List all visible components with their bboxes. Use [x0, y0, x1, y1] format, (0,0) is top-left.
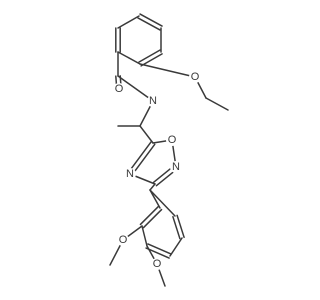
atom-oxadiazole-n2: N: [170, 161, 182, 173]
single-bond-line: [117, 15, 140, 29]
double-bond-line: [127, 140, 152, 174]
double-bond-line: [140, 53, 163, 67]
double-bond-line: [137, 17, 161, 31]
atom-label-o: O: [168, 134, 177, 146]
single-bond-line: [149, 189, 176, 217]
single-bond-line: [169, 237, 183, 257]
atom-oxadiazole-n4: N: [124, 168, 136, 180]
double-bond-line: [138, 49, 161, 63]
single-bond-line: [149, 189, 161, 209]
atom-label-layer: O N O O N N O O: [113, 71, 201, 270]
single-bond-line: [205, 97, 229, 111]
bond-layer: [109, 13, 229, 287]
atom-label-n: N: [172, 161, 180, 173]
atom-methoxy-oxygen-left: O: [117, 234, 129, 246]
single-bond-line: [141, 225, 148, 247]
single-bond-line: [139, 125, 154, 144]
chemical-structure: O N O O N N O O: [109, 13, 229, 287]
atom-label-n: N: [149, 95, 157, 107]
single-bond-line: [117, 75, 154, 102]
double-bond-line: [176, 214, 185, 239]
double-bond-line: [139, 205, 160, 226]
single-bond-line: [149, 183, 156, 191]
double-bond-line: [131, 143, 156, 177]
atom-label-o: O: [153, 258, 162, 270]
atom-label-n: N: [126, 168, 134, 180]
double-bond-line: [147, 243, 172, 255]
atom-amide-oxygen: O: [113, 83, 125, 95]
atom-label-o: O: [115, 83, 124, 95]
atom-ether-oxygen: O: [189, 71, 201, 83]
double-bond-line: [145, 247, 170, 259]
single-bond-line: [117, 51, 141, 65]
double-bond-line: [172, 215, 181, 240]
atom-oxadiazole-oxygen: O: [166, 134, 178, 146]
single-bond-line: [139, 63, 196, 78]
double-bond-line: [142, 208, 163, 229]
atom-label-o: O: [191, 71, 200, 83]
atom-methoxy-oxygen-right: O: [151, 258, 163, 270]
atom-label-o: O: [119, 234, 128, 246]
atom-amide-nitrogen: N: [147, 95, 159, 107]
double-bond-line: [139, 13, 163, 27]
